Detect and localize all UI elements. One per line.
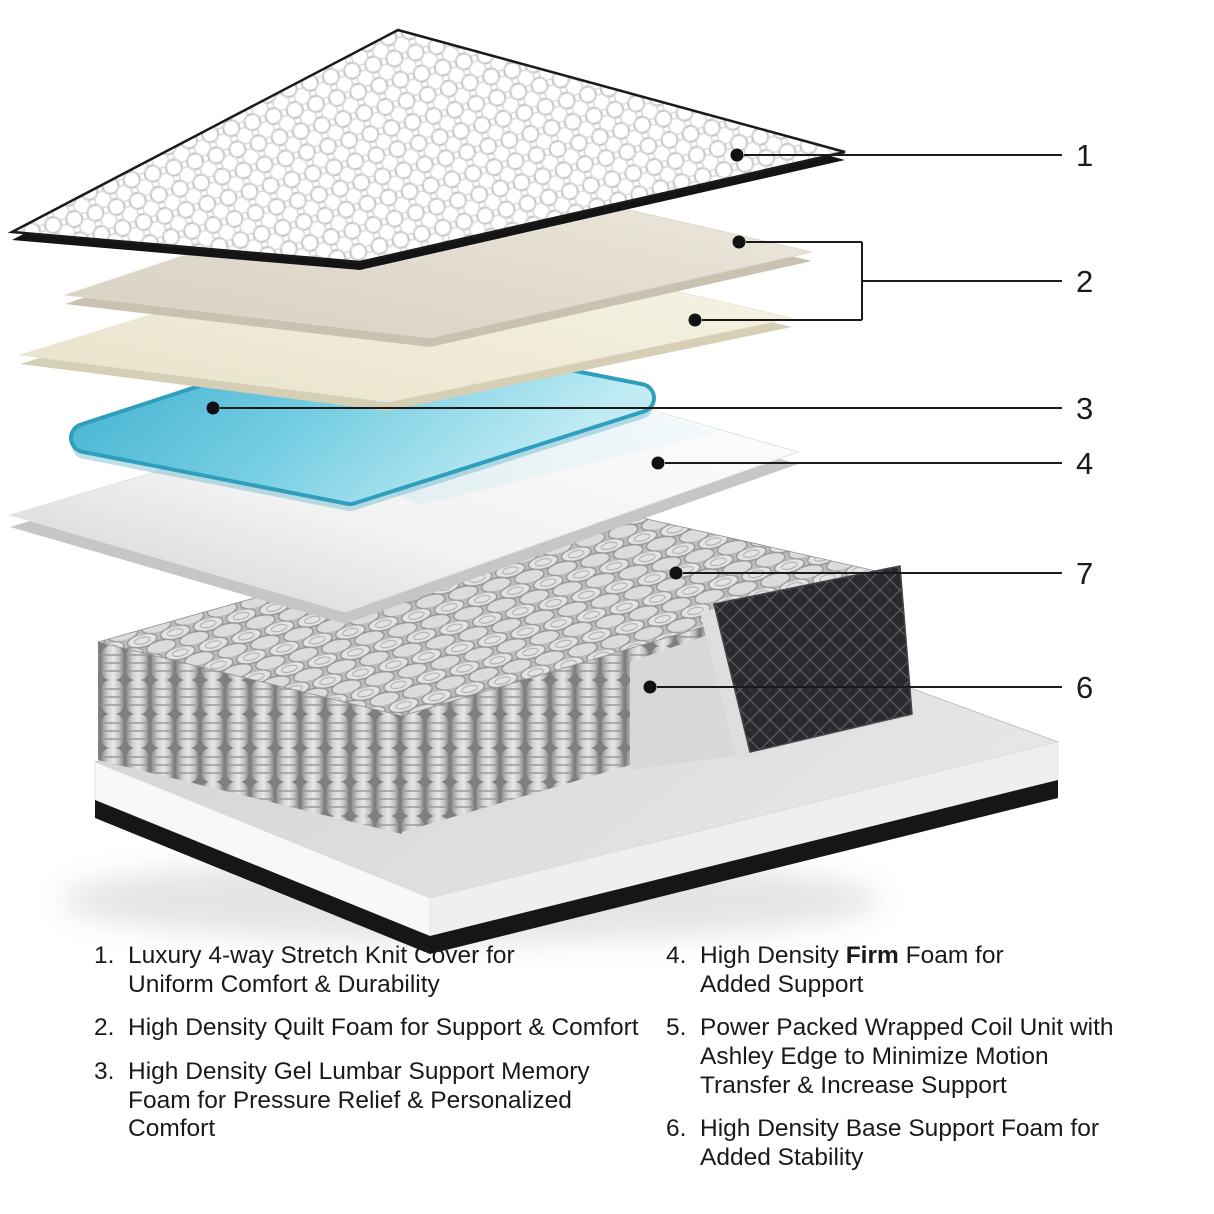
base-foam-bottom-rim-left	[95, 800, 430, 954]
coil-front-left-face	[98, 642, 402, 834]
callout-2: 2	[688, 235, 1093, 327]
legend-item-4-text: High Density Firm Foam for Added Support	[698, 942, 1004, 999]
callout-number-2: 2	[1076, 264, 1093, 299]
legend-item-5-number: 5.	[666, 1014, 687, 1042]
callout-number-4: 4	[1076, 446, 1093, 481]
callout-number-3: 3	[1076, 391, 1093, 426]
legend-column-left: 1. Luxury 4-way Stretch Knit Cover for U…	[94, 942, 659, 1159]
callout-1: 1	[730, 138, 1093, 173]
legend-item-6-text: High Density Base Support Foam for Added…	[698, 1115, 1099, 1172]
callout-4: 4	[651, 446, 1093, 481]
callouts: 1 2 3 4	[206, 138, 1093, 705]
legend-item-5-line-3: Transfer & Increase Support	[700, 1071, 1007, 1099]
legend-item-1-text: Luxury 4-way Stretch Knit Cover for Unif…	[126, 942, 515, 999]
callout-number-1: 1	[1076, 138, 1093, 173]
legend-item-3-number: 3.	[94, 1057, 115, 1085]
legend-item-3-text: High Density Gel Lumbar Support Memory F…	[126, 1058, 659, 1144]
callout-number-7: 7	[1076, 556, 1093, 591]
callout-dot-2a	[732, 235, 746, 249]
legend-item-1-line-1: Luxury 4-way Stretch Knit Cover for	[128, 942, 515, 969]
callout-6: 6	[643, 670, 1093, 705]
callout-3: 3	[206, 391, 1093, 426]
callout-number-6: 6	[1076, 670, 1093, 705]
legend-item-6-number: 6.	[666, 1115, 687, 1143]
legend-item-1-line-2: Uniform Comfort & Durability	[128, 970, 440, 998]
legend-item-4-line-1: High Density Firm Foam for	[700, 942, 1004, 971]
legend-item-2-number: 2.	[94, 1014, 115, 1042]
legend-item-4-line-2: Added Support	[700, 970, 864, 998]
legend-item-5-text: Power Packed Wrapped Coil Unit with Ashl…	[698, 1014, 1114, 1100]
legend-item-4: 4. High Density Firm Foam for Added Supp…	[666, 942, 1146, 999]
legend-item-5-line-1: Power Packed Wrapped Coil Unit with	[700, 1014, 1114, 1042]
legend-item-2: 2. High Density Quilt Foam for Support &…	[94, 1014, 659, 1043]
legend-item-4-line-1-bold: Firm	[845, 942, 899, 969]
legend-item-5: 5. Power Packed Wrapped Coil Unit with A…	[666, 1014, 1146, 1100]
edge-fabric-wedge	[713, 565, 913, 753]
legend-item-4-line-1-post: Foam for	[898, 942, 1004, 969]
legend-item-2-text: High Density Quilt Foam for Support & Co…	[126, 1014, 639, 1043]
legend-item-5-line-2: Ashley Edge to Minimize Motion	[700, 1042, 1049, 1070]
legend-item-2-line-1: High Density Quilt Foam for Support & Co…	[128, 1014, 639, 1042]
callout-dot-6	[643, 680, 657, 694]
callout-dot-1	[730, 148, 744, 162]
legend-item-4-number: 4.	[666, 942, 687, 969]
legend-item-6: 6. High Density Base Support Foam for Ad…	[666, 1115, 1146, 1172]
base-foam-bottom-rim-right	[430, 780, 1058, 954]
legend-item-6-line-1: High Density Base Support Foam for	[700, 1115, 1099, 1143]
legend-item-3: 3. High Density Gel Lumbar Support Memor…	[94, 1058, 659, 1144]
callout-dot-2b	[688, 313, 702, 327]
legend-item-3-line-1: High Density Gel Lumbar Support Memory	[128, 1057, 590, 1085]
legend-item-3-line-2: Foam for Pressure Relief & Personalized …	[128, 1086, 572, 1143]
knit-cover-layer	[7, 28, 846, 270]
legend-item-1-number: 1.	[94, 942, 115, 969]
legend-item-4-line-1-pre: High Density	[700, 942, 846, 969]
coil-unit-layer	[96, 504, 913, 834]
callout-7: 7	[669, 556, 1093, 591]
legend-column-right: 4. High Density Firm Foam for Added Supp…	[666, 942, 1146, 1188]
legend-item-6-line-2: Added Stability	[700, 1143, 864, 1171]
callout-dot-3	[206, 401, 220, 415]
callout-dot-4	[651, 456, 665, 470]
legend-item-1: 1. Luxury 4-way Stretch Knit Cover for U…	[94, 942, 659, 999]
callout-dot-7	[669, 566, 683, 580]
knit-cover-top-face	[7, 28, 846, 264]
